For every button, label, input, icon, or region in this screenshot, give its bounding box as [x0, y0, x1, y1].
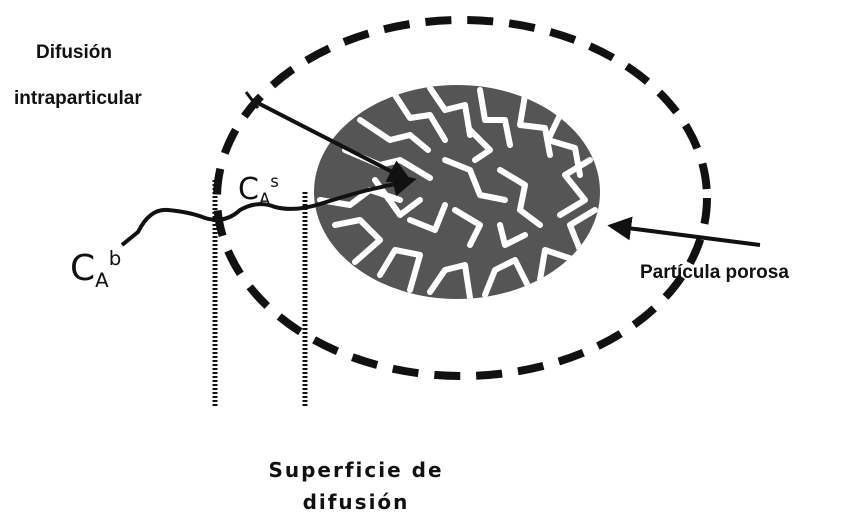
bulk-concentration-label: CAb: [70, 248, 121, 289]
intraparticle-label-line1: Difusión: [36, 42, 112, 64]
surface-concentration-superscript: s: [270, 172, 279, 191]
porous-particle-label: Partícula porosa: [640, 262, 789, 284]
diffusion-surface-label-line1: Superficie de: [206, 458, 506, 482]
intraparticle-label-line2: intraparticular: [14, 88, 142, 110]
bulk-concentration-symbol: C: [70, 248, 95, 289]
bulk-concentration-subscript: A: [95, 269, 109, 292]
surface-concentration-symbol: C: [238, 172, 259, 207]
diffusion-surface-label-line2: difusión: [206, 490, 506, 514]
surface-concentration-label: CAs: [238, 172, 279, 207]
bulk-concentration-superscript: b: [109, 247, 122, 270]
surface-concentration-subscript: A: [259, 190, 270, 209]
particle-pointer-arrow: [612, 226, 760, 245]
